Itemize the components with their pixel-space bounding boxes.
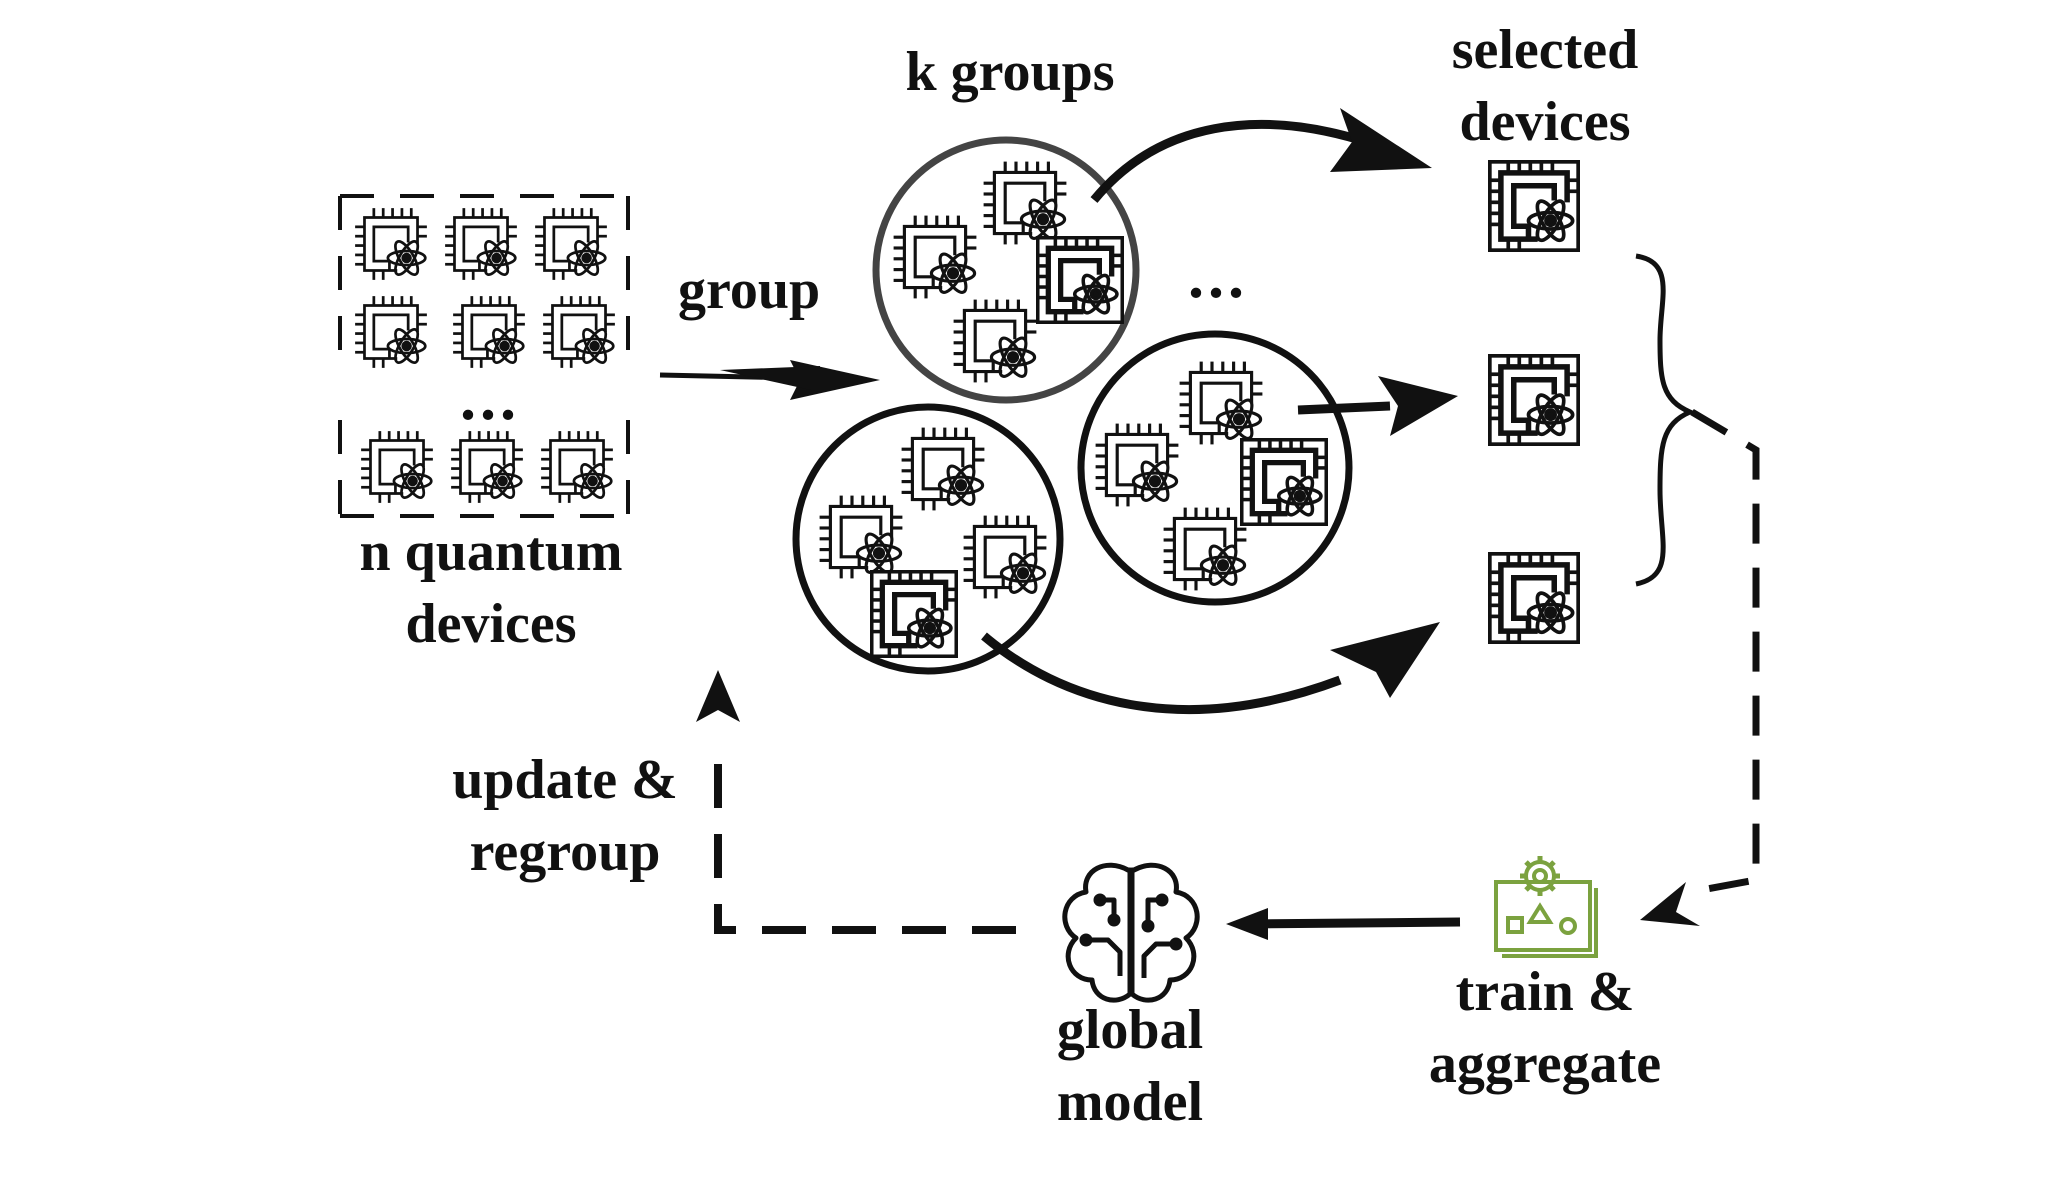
grid-ellipsis: ... — [460, 362, 520, 433]
selection-arrow-middle — [1297, 376, 1458, 436]
train-aggregate-label: train & aggregate — [1400, 956, 1690, 1100]
quantum-chip-icon — [449, 429, 525, 505]
update-regroup-label-line1: update & — [452, 749, 678, 811]
device-grid — [338, 194, 630, 518]
group-circle-1 — [872, 136, 1140, 404]
train-aggregate-label-line2: aggregate — [1428, 1033, 1662, 1095]
selected-quantum-chip-icon — [872, 572, 956, 656]
quantum-chip-icon — [533, 206, 609, 282]
global-model-label-line2: model — [1056, 1071, 1204, 1133]
selected-quantum-chip-icon — [1490, 162, 1578, 250]
selected-quantum-chip-icon — [1490, 356, 1578, 444]
quantum-chip-icon — [818, 494, 904, 580]
n-devices-label: n quantum devices — [326, 516, 656, 660]
quantum-chip-icon — [892, 214, 978, 300]
global-model-label: global model — [1010, 994, 1250, 1138]
quantum-chip-icon — [353, 294, 429, 370]
k-groups-label: k groups — [905, 41, 1115, 103]
update-regroup-label-line2: regroup — [469, 821, 661, 883]
selected-quantum-chip-icon — [1490, 554, 1578, 642]
selected-devices-label-line1: selected — [1451, 19, 1639, 81]
quantum-chip-icon — [1094, 422, 1180, 508]
n-devices-label-line2: devices — [405, 593, 577, 655]
quantum-chip-icon — [982, 160, 1068, 246]
selected-devices-label: selected devices — [1380, 14, 1710, 158]
group-circle-3 — [1077, 330, 1353, 606]
selected-devices-label-line2: devices — [1459, 91, 1631, 153]
group-arrow — [659, 360, 880, 400]
quantum-chip-icon — [359, 429, 435, 505]
quantum-chip-icon — [900, 426, 986, 512]
brain-circuit-icon — [1062, 862, 1200, 1003]
quantum-chip-icon — [1178, 360, 1264, 446]
selected-quantum-chip-icon — [1038, 238, 1122, 322]
device-grid-frame — [338, 194, 630, 518]
selected-quantum-chip-icon — [1242, 440, 1326, 524]
quantum-chip-icon — [451, 294, 527, 370]
group-circle-2 — [792, 403, 1064, 675]
update-regroup-label: update & regroup — [420, 744, 710, 888]
quantum-chip-icon — [962, 514, 1048, 600]
train-aggregate-label-line1: train & — [1455, 961, 1635, 1023]
quantum-chip-icon — [539, 429, 615, 505]
quantum-chip-icon — [353, 206, 429, 282]
n-devices-label-line1: n quantum — [359, 521, 623, 583]
update-regroup-arrow — [696, 670, 1016, 934]
quantum-chip-icon — [443, 206, 519, 282]
selection-arrow-bottom — [981, 622, 1440, 715]
right-curly-brace — [1635, 253, 1697, 587]
groups-ellipsis: ... — [1188, 240, 1248, 311]
quantum-chip-icon — [1162, 506, 1248, 592]
selection-arrow-top — [1090, 108, 1432, 203]
global-model-label-line1: global — [1056, 999, 1204, 1061]
quantum-chip-icon — [541, 294, 617, 370]
group-label: group — [678, 259, 821, 321]
aggregate-arrow — [1226, 908, 1461, 940]
training-dashboard-icon — [1494, 856, 1598, 958]
dashed-to-train — [1640, 408, 1760, 926]
quantum-chip-icon — [952, 298, 1038, 384]
